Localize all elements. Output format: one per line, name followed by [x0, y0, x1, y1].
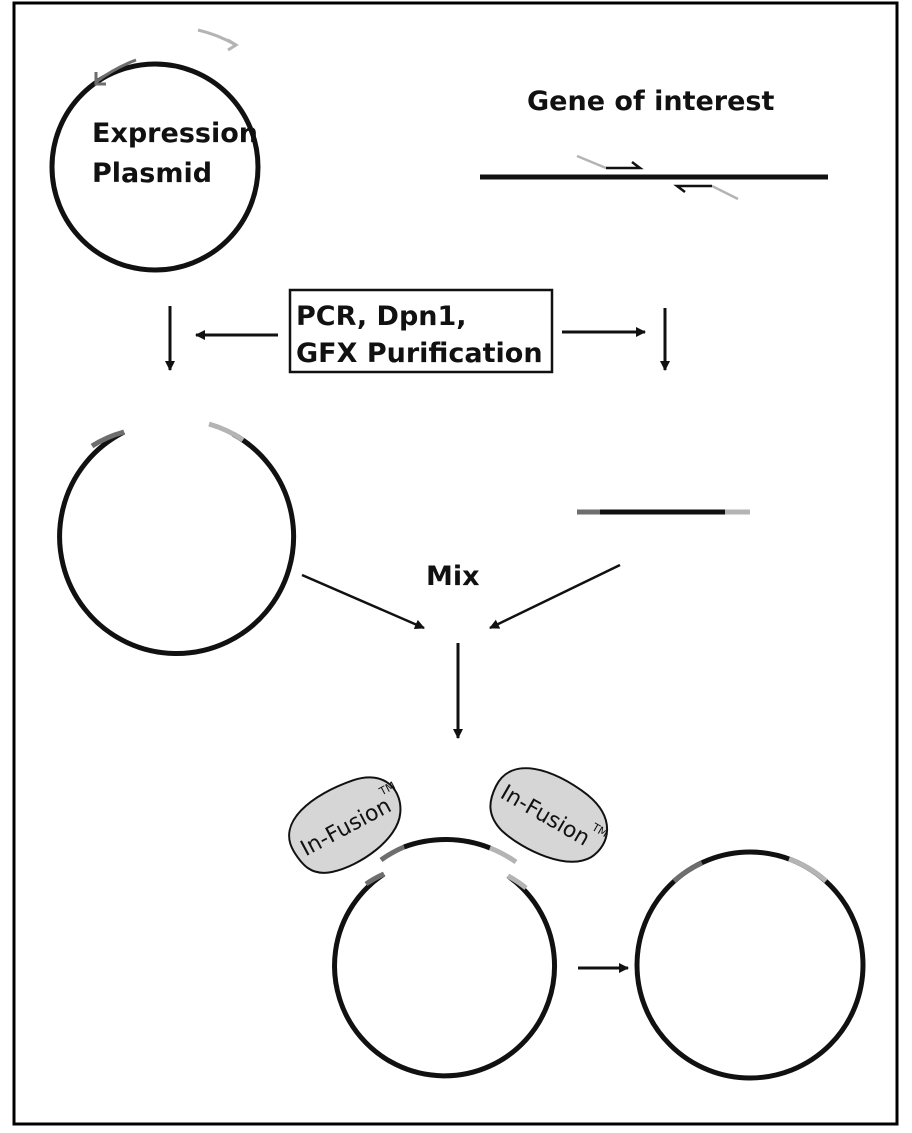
annealed-overlap-light-inner	[506, 873, 528, 890]
expression-plasmid-circle	[49, 61, 261, 273]
expression-plasmid-label-line1: Expression	[92, 118, 258, 149]
gene-primer-forward-tail	[576, 154, 607, 170]
in-fusion-enzyme-left: In-Fusion TM	[288, 776, 402, 874]
linearized-vector-end-light	[208, 421, 245, 443]
gene-primer-reverse	[673, 184, 712, 193]
annealed-vector-arc	[332, 871, 558, 1079]
plasmid-primer-forward-hook	[227, 38, 239, 52]
arrow-mix-right	[489, 563, 621, 630]
annealed-insert-arc	[403, 837, 491, 851]
annealed-overlap-dark-outer	[379, 844, 406, 863]
gene-of-interest-label: Gene of interest	[527, 86, 774, 117]
expression-plasmid-label-line2: Plasmid	[92, 158, 212, 189]
annealed-overlap-light-outer	[489, 845, 518, 865]
plasmid-primer-reverse-hook	[94, 72, 106, 86]
process-label-line2: GFX Purification	[296, 338, 543, 369]
mix-label: Mix	[426, 561, 480, 592]
in-fusion-enzyme-right: In-Fusion TM	[489, 767, 610, 863]
arrow-mix-left	[301, 573, 425, 630]
annealed-overlap-dark-inner	[364, 871, 386, 887]
linearized-vector-end-dark	[90, 429, 125, 449]
gene-primer-reverse-tail	[711, 184, 739, 201]
final-plasmid-circle	[634, 849, 866, 1081]
gene-primer-forward	[606, 161, 644, 170]
figure-frame	[12, 1, 899, 1126]
linearized-vector-arc	[57, 429, 297, 656]
process-label-line1: PCR, Dpn1,	[296, 301, 467, 332]
final-junction-dark	[672, 860, 704, 883]
process-box	[288, 288, 554, 374]
final-junction-light	[788, 856, 828, 883]
